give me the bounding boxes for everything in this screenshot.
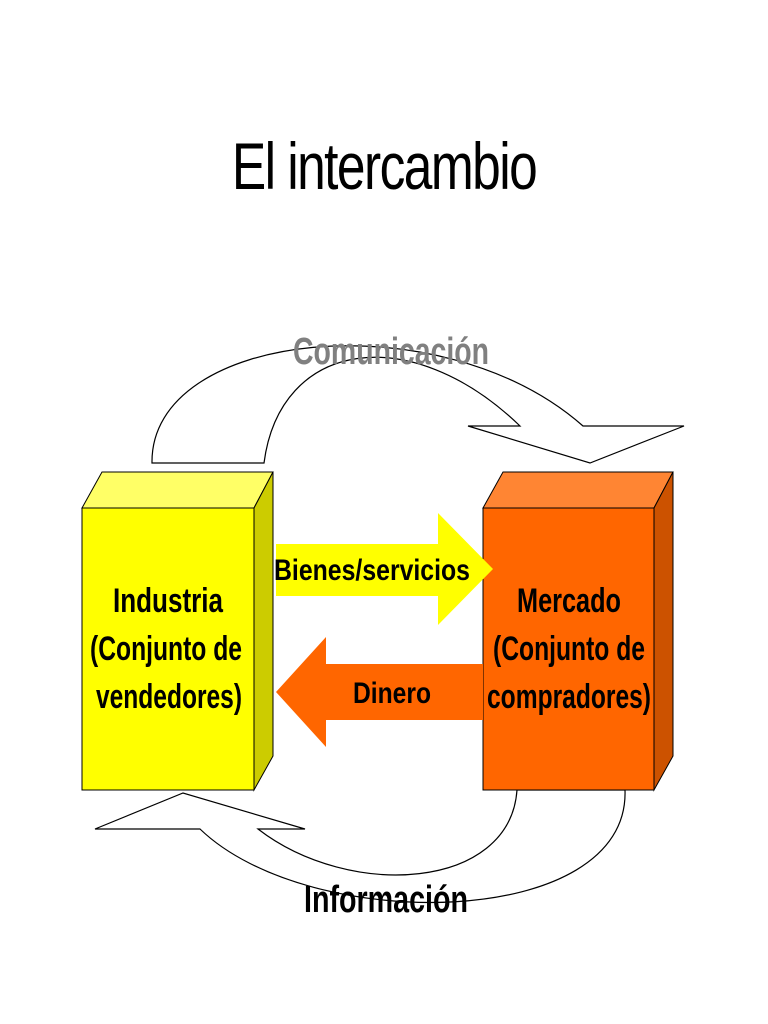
information-label: Información: [304, 879, 468, 921]
money-label: Dinero: [353, 677, 431, 710]
market-box: Mercado (Conjunto de compradores): [482, 471, 674, 792]
industry-line-3: vendedores): [96, 678, 242, 716]
money-arrow: Dinero: [276, 637, 483, 747]
communication-arc: [151, 345, 685, 464]
page-title: El intercambio: [231, 129, 538, 203]
money-arrow-shape: [276, 637, 483, 747]
industry-box: Industria (Conjunto de vendedores): [81, 471, 274, 792]
goods-label: Bienes/servicios: [274, 554, 470, 587]
market-box-front: [482, 507, 655, 791]
industry-box-front: [81, 507, 255, 791]
goods-arrow: Bienes/servicios: [274, 513, 493, 625]
market-box-side: [653, 471, 674, 792]
information-arc: [94, 789, 626, 904]
information-flow-arrow: [94, 789, 626, 904]
market-box-top: [482, 471, 674, 509]
industry-box-top: [81, 471, 274, 509]
communication-flow-arrow: [151, 345, 685, 464]
industry-line-1: Industria: [113, 582, 224, 620]
market-line-1: Mercado: [517, 582, 621, 620]
market-line-2: (Conjunto de: [493, 630, 645, 668]
market-line-3: compradores): [487, 678, 651, 716]
industry-line-2: (Conjunto de: [90, 630, 242, 668]
communication-label: Comunicación: [293, 331, 489, 373]
goods-arrow-shape: [276, 513, 493, 625]
industry-box-side: [253, 471, 274, 792]
